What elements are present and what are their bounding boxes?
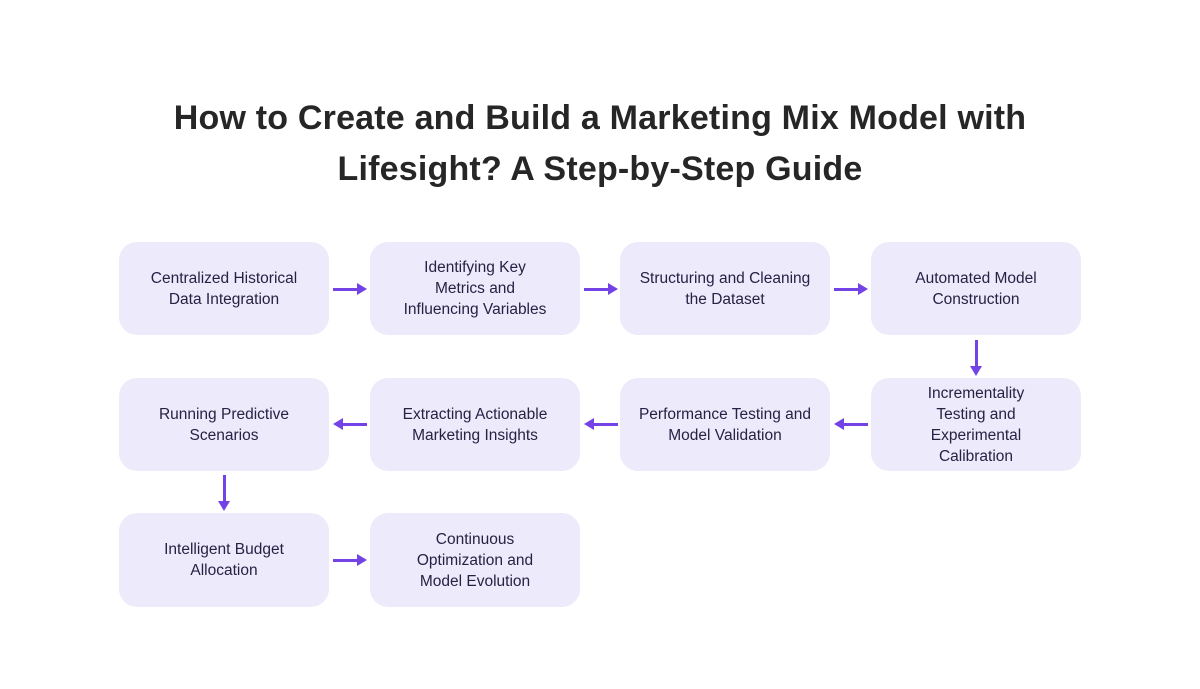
arrow-down-step4-step5	[970, 340, 982, 376]
step-incrementality-testing-calibration: Incrementality Testing and Experimental …	[871, 378, 1081, 471]
step-label: Running Predictive Scenarios	[158, 405, 290, 444]
step-label: Centralized Historical Data Integration	[150, 269, 298, 308]
arrow-right-step3-step4	[834, 283, 868, 295]
step-centralized-historical-data-integration: Centralized Historical Data Integration	[119, 242, 329, 335]
step-label: Identifying Key Metrics and Influencing …	[403, 259, 547, 318]
page-title: How to Create and Build a Marketing Mix …	[173, 98, 1027, 188]
arrow-left-step5-step6	[834, 418, 868, 430]
step-label: Intelligent Budget Allocation	[164, 541, 284, 579]
arrow-left-step7-step8	[333, 418, 367, 430]
arrow-right-step1-step2	[333, 283, 367, 295]
step-label: Automated Model Construction	[915, 269, 1037, 308]
step-performance-testing-validation: Performance Testing and Model Validation	[620, 378, 830, 471]
arrow-right-step2-step3	[584, 283, 618, 295]
step-label: Incrementality Testing and Experimental …	[927, 384, 1025, 465]
step-running-predictive-scenarios: Running Predictive Scenarios	[119, 378, 329, 471]
step-identifying-key-metrics: Identifying Key Metrics and Influencing …	[370, 242, 580, 335]
arrow-down-step8-step9	[218, 475, 230, 511]
step-label: Continuous Optimization and Model Evolut…	[416, 530, 534, 590]
step-label: Structuring and Cleaning the Dataset	[639, 269, 811, 308]
step-label: Performance Testing and Model Validation	[638, 405, 812, 444]
step-continuous-optimization-evolution: Continuous Optimization and Model Evolut…	[370, 513, 580, 607]
step-automated-model-construction: Automated Model Construction	[871, 242, 1081, 335]
step-label: Extracting Actionable Marketing Insights	[402, 405, 548, 444]
step-structuring-cleaning-dataset: Structuring and Cleaning the Dataset	[620, 242, 830, 335]
arrow-right-step9-step10	[333, 554, 367, 566]
step-intelligent-budget-allocation: Intelligent Budget Allocation	[119, 513, 329, 607]
arrow-left-step6-step7	[584, 418, 618, 430]
step-extracting-actionable-insights: Extracting Actionable Marketing Insights	[370, 378, 580, 471]
